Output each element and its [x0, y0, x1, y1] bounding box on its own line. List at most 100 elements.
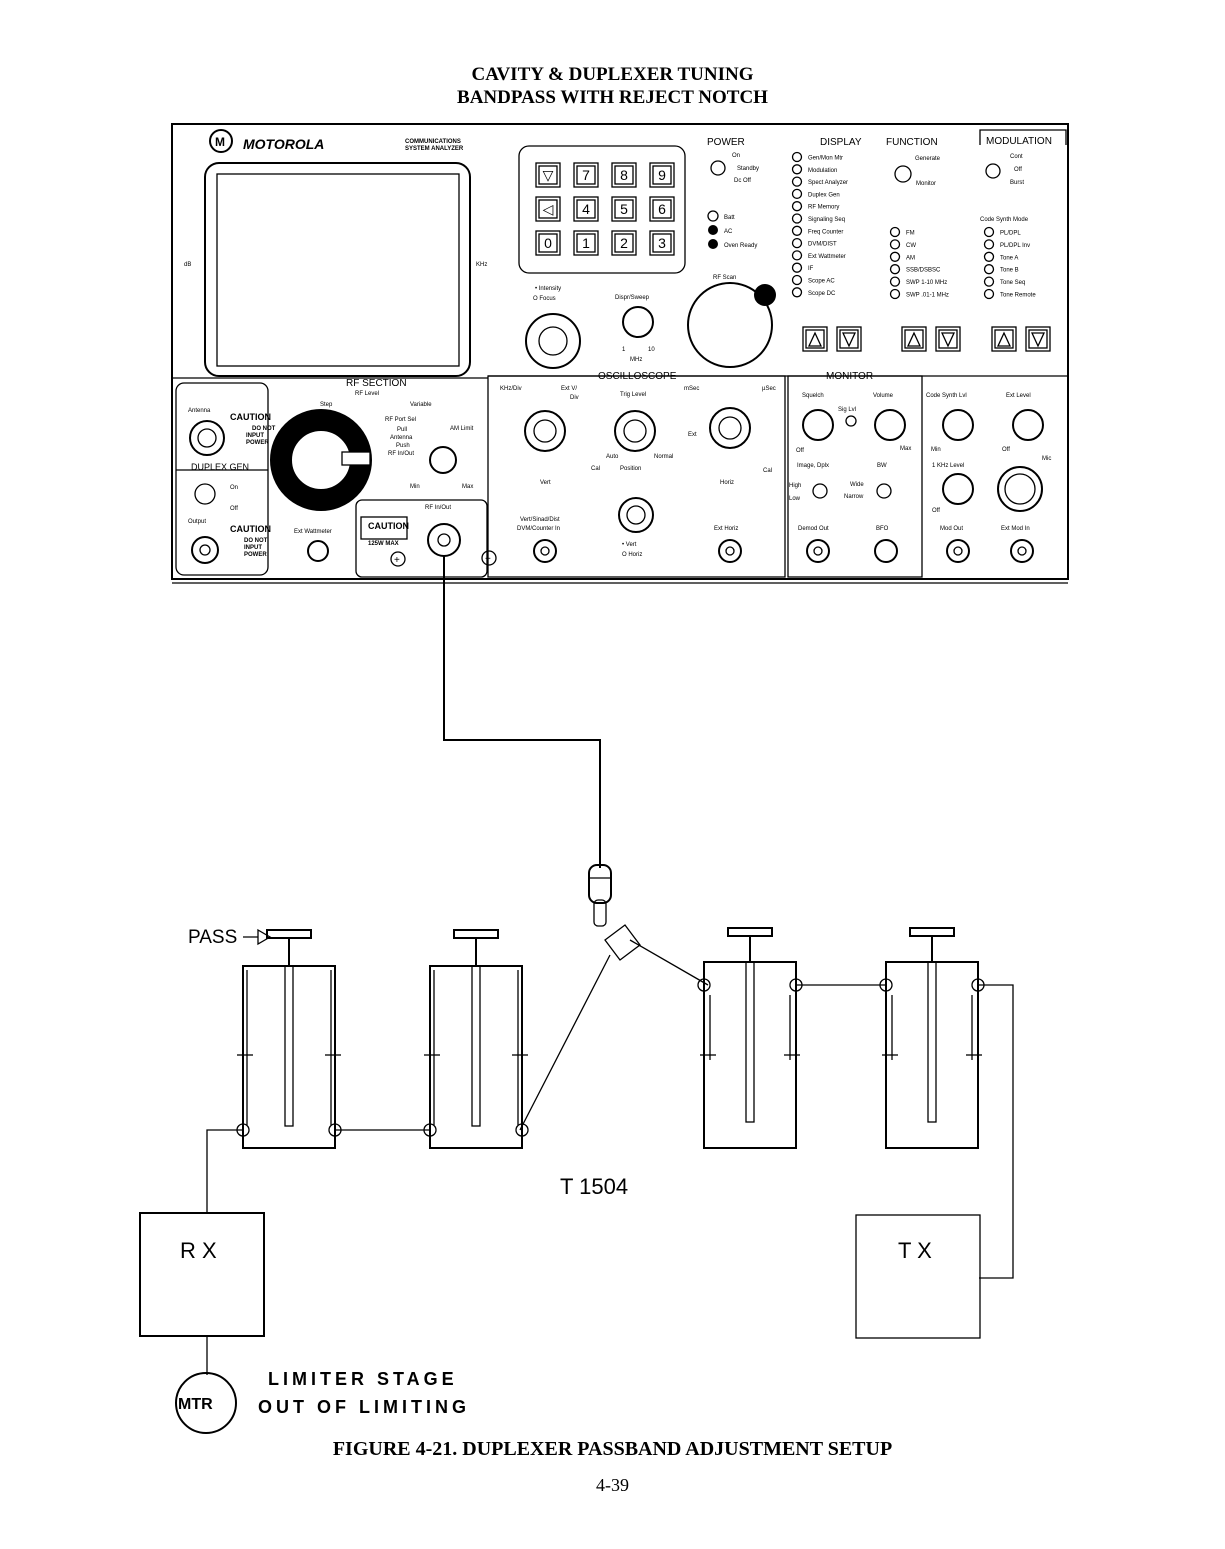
- duplex-gen-switch[interactable]: [194, 483, 216, 505]
- brand-subtitle-1: COMMUNICATIONS: [405, 139, 461, 145]
- display-select-lamp[interactable]: [791, 164, 803, 175]
- step-label: Step: [320, 402, 333, 408]
- modulation-switch[interactable]: [985, 163, 1001, 179]
- duplex-gen-label: DUPLEX GEN: [191, 462, 249, 472]
- keypad-key[interactable]: [611, 162, 637, 188]
- display-select-lamp[interactable]: [791, 151, 803, 163]
- code-min-label: Min: [931, 447, 941, 453]
- horiz-knob[interactable]: [709, 407, 751, 449]
- keypad-key[interactable]: [535, 162, 561, 188]
- screen-db-label: dB: [184, 262, 191, 268]
- modulation-select-lamp[interactable]: [983, 276, 995, 287]
- display-select-lamp[interactable]: [791, 188, 803, 200]
- code-synth-lvl-knob[interactable]: [942, 409, 974, 441]
- cavity-port: [423, 1123, 437, 1137]
- left-section: [175, 382, 269, 576]
- function-select-lamp[interactable]: [889, 226, 901, 238]
- keypad-key[interactable]: [611, 230, 637, 256]
- position-knob[interactable]: [618, 497, 654, 533]
- keypad-key[interactable]: [573, 196, 599, 222]
- display-select-lamp[interactable]: [791, 176, 803, 187]
- modulation-item-label: Tone A: [1000, 255, 1018, 261]
- function-item-label: SWP 1-10 MHz: [906, 280, 947, 286]
- trig-level-knob[interactable]: [614, 410, 656, 452]
- figure-caption: FIGURE 4-21. DUPLEXER PASSBAND ADJUSTMEN…: [332, 1438, 893, 1460]
- power-switch[interactable]: [710, 160, 726, 176]
- display-select-lamp[interactable]: [791, 213, 803, 224]
- khz-level-knob[interactable]: [942, 473, 974, 505]
- function-select-lamp[interactable]: [889, 264, 901, 275]
- ext-horiz-connector[interactable]: [718, 539, 742, 563]
- mod-out-connector[interactable]: [946, 539, 970, 563]
- display-select-lamp[interactable]: [791, 262, 803, 273]
- function-switch[interactable]: [894, 165, 912, 183]
- tee-to-rx-cable: [519, 954, 611, 1131]
- mic-connector[interactable]: [997, 466, 1043, 512]
- display-select-lamp[interactable]: [791, 250, 803, 261]
- display-select-lamp[interactable]: [791, 225, 803, 236]
- modulation-select-lamp[interactable]: [983, 226, 995, 238]
- high-label: High: [789, 483, 801, 489]
- function-select-lamp[interactable]: [889, 239, 901, 250]
- modulation-select-lamp[interactable]: [983, 239, 995, 250]
- intensity-knob[interactable]: [525, 313, 581, 369]
- modulation-select-lamp[interactable]: [983, 264, 995, 275]
- ext-level-knob[interactable]: [1012, 409, 1044, 441]
- bfo-knob[interactable]: [874, 539, 898, 563]
- up-arrow-button[interactable]: [901, 326, 927, 352]
- squelch-knob[interactable]: [802, 409, 834, 441]
- vert-div-knob[interactable]: [524, 410, 566, 452]
- keypad-key[interactable]: [535, 196, 561, 222]
- volume-knob[interactable]: [874, 409, 906, 441]
- down-arrow-button[interactable]: [836, 326, 862, 352]
- keypad-key[interactable]: [573, 162, 599, 188]
- function-select-lamp[interactable]: [889, 288, 901, 300]
- modulation-select-lamp[interactable]: [983, 251, 995, 262]
- keypad-key[interactable]: [573, 230, 599, 256]
- display-select-lamp[interactable]: [791, 274, 803, 286]
- demod-out-connector[interactable]: [806, 539, 830, 563]
- antenna-connector[interactable]: [189, 420, 225, 456]
- image-switch[interactable]: [812, 483, 828, 499]
- function-select-lamp[interactable]: [889, 276, 901, 287]
- dispersion-label: Dispr/Sweep: [615, 295, 650, 301]
- ext-v-div-label: Div: [570, 395, 579, 401]
- rf-inout-connector[interactable]: [427, 523, 461, 557]
- ext-level-label: Ext Level: [1006, 393, 1031, 399]
- keypad-key[interactable]: [649, 196, 675, 222]
- am-limit-knob[interactable]: [429, 446, 457, 474]
- output-donot: DO NOT: [244, 538, 268, 544]
- keypad-key[interactable]: [611, 196, 637, 222]
- horiz-ext-label: Ext: [688, 432, 697, 438]
- display-item-label: DVM/DIST: [808, 242, 837, 248]
- updown-buttons: [802, 326, 1051, 352]
- display-select-lamp[interactable]: [791, 237, 803, 249]
- sig-lvl-lamp: [845, 415, 857, 427]
- display-select-lamp[interactable]: [791, 201, 803, 212]
- keypad-key[interactable]: [649, 230, 675, 256]
- plus-icon-2: [481, 550, 497, 566]
- down-arrow-button[interactable]: [1025, 326, 1051, 352]
- dvm-counter-connector[interactable]: [533, 539, 557, 563]
- bw-switch[interactable]: [876, 483, 892, 499]
- antenna-caution: CAUTION: [230, 412, 271, 422]
- ext-mod-connector[interactable]: [1010, 539, 1034, 563]
- power-on-label: On: [732, 153, 740, 159]
- display-item-label: IF: [808, 266, 814, 272]
- duplex-output-connector[interactable]: [191, 536, 219, 564]
- modulation-select-lamp[interactable]: [983, 288, 995, 300]
- ext-wattmeter-connector[interactable]: [307, 540, 329, 562]
- down-arrow-button[interactable]: [935, 326, 961, 352]
- rf-scan-knob[interactable]: [687, 282, 773, 368]
- up-arrow-button[interactable]: [991, 326, 1017, 352]
- output-power: POWER: [244, 552, 267, 558]
- keypad-key[interactable]: [649, 162, 675, 188]
- function-select-lamp[interactable]: [889, 251, 901, 262]
- display-select-lamp[interactable]: [791, 287, 803, 298]
- port-rfinout-label: RF In/Out: [388, 451, 414, 457]
- mod-burst-label: Burst: [1010, 180, 1024, 186]
- keypad-key[interactable]: [535, 230, 561, 256]
- dispersion-knob[interactable]: [622, 306, 654, 338]
- up-arrow-button[interactable]: [802, 326, 828, 352]
